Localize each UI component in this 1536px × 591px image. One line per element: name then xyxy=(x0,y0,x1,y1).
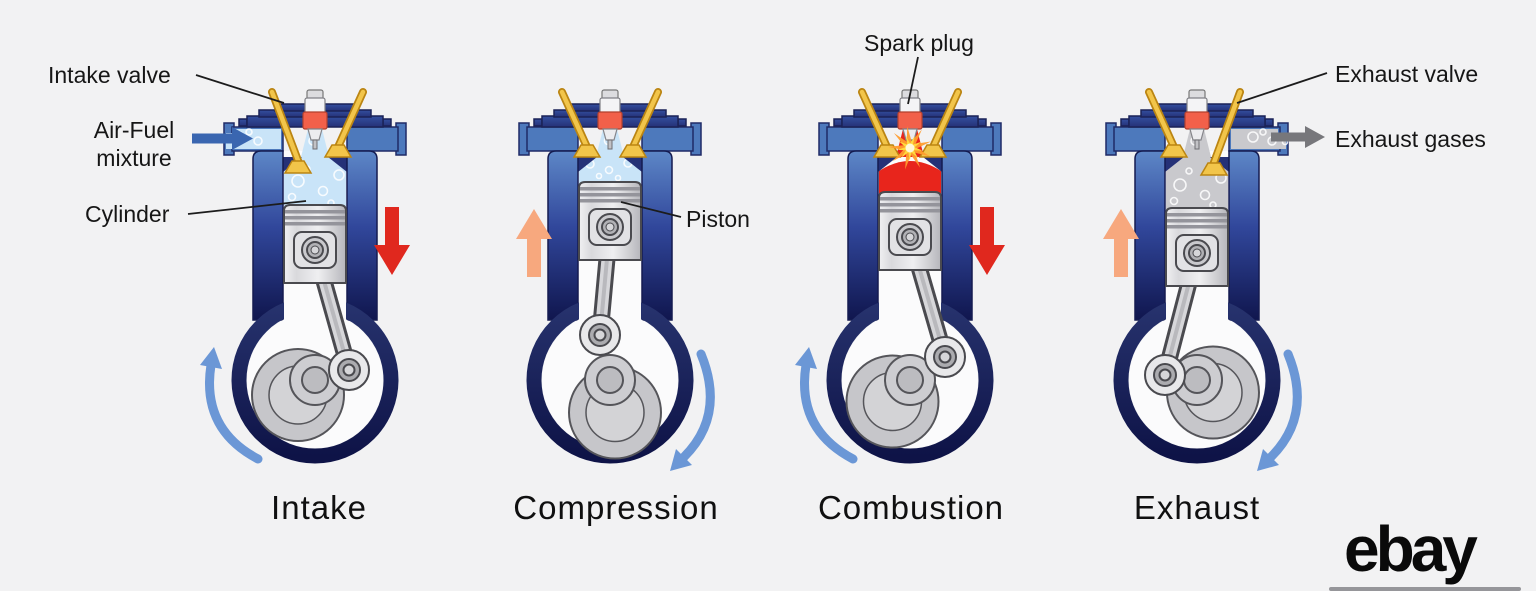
engine-exhaust xyxy=(1037,85,1357,485)
ebay-logo: ebay xyxy=(1344,513,1478,585)
stage-label-compression: Compression xyxy=(513,489,719,526)
piston xyxy=(878,191,942,271)
intake-port xyxy=(518,122,579,156)
engine-combustion xyxy=(750,85,1070,485)
spark-plug xyxy=(302,89,328,150)
intake-port xyxy=(818,122,879,156)
exhaust-valve xyxy=(1199,88,1244,176)
stage-label-combustion: Combustion xyxy=(817,489,1005,526)
cylinder-walls xyxy=(1134,150,1260,321)
label-exhaust-valve: Exhaust valve xyxy=(1335,61,1479,87)
intake-valve xyxy=(858,88,902,158)
crank-rotation-arrow xyxy=(795,347,858,464)
label-piston: Piston xyxy=(686,206,750,232)
crankshaft xyxy=(251,348,345,442)
piston xyxy=(1165,207,1229,287)
rod-big-end xyxy=(924,336,966,378)
exhaust-valve xyxy=(618,88,662,158)
label-spark-plug: Spark plug xyxy=(864,30,974,56)
spark-burst xyxy=(888,126,931,170)
intake-port xyxy=(1105,122,1166,156)
intake-valve xyxy=(1145,88,1189,158)
crank-rotation-arrow xyxy=(200,347,263,464)
rod-big-end xyxy=(1144,354,1186,396)
crank-rotation-arrow xyxy=(1257,349,1302,471)
label-intake-valve: Intake valve xyxy=(48,62,171,88)
intake-valve xyxy=(558,88,602,158)
label-exhaust-gases: Exhaust gases xyxy=(1335,126,1486,152)
piston xyxy=(283,204,347,284)
exhaust-port xyxy=(346,122,407,156)
spark-plug xyxy=(1184,89,1210,150)
piston-motion-arrow xyxy=(516,209,552,277)
piston xyxy=(578,181,642,261)
air-fuel-line2: mixture xyxy=(96,145,172,171)
air-fuel-line1: Air-Fuel xyxy=(93,117,175,143)
crankshaft xyxy=(1166,345,1260,440)
exhaust-valve xyxy=(918,88,962,158)
rod-big-end xyxy=(328,349,370,391)
rod-big-end xyxy=(579,314,621,356)
spark-plug xyxy=(597,89,623,150)
label-cylinder: Cylinder xyxy=(85,201,170,227)
piston-motion-arrow xyxy=(969,207,1005,275)
crankshaft xyxy=(845,354,940,449)
crank-rotation-arrow xyxy=(670,349,715,471)
stage-label-intake: Intake xyxy=(271,489,367,526)
exhaust-port xyxy=(941,122,1002,156)
crankshaft xyxy=(568,354,662,460)
engine-compression xyxy=(450,85,770,485)
stage-label-exhaust: Exhaust xyxy=(1133,489,1261,526)
label-air-fuel-mixture: Air-Fuel mixture xyxy=(78,116,190,172)
combustion-chamber xyxy=(233,128,346,207)
piston-motion-arrow xyxy=(1103,209,1139,277)
cylinder-walls xyxy=(252,150,378,321)
exhaust-port xyxy=(641,122,702,156)
engine-intake xyxy=(155,85,475,485)
cylinder-walls xyxy=(847,150,973,321)
cylinder-walls xyxy=(547,150,673,321)
logo-cropped-line xyxy=(1329,587,1521,591)
piston-motion-arrow xyxy=(374,207,410,275)
exhaust-valve xyxy=(323,88,367,158)
